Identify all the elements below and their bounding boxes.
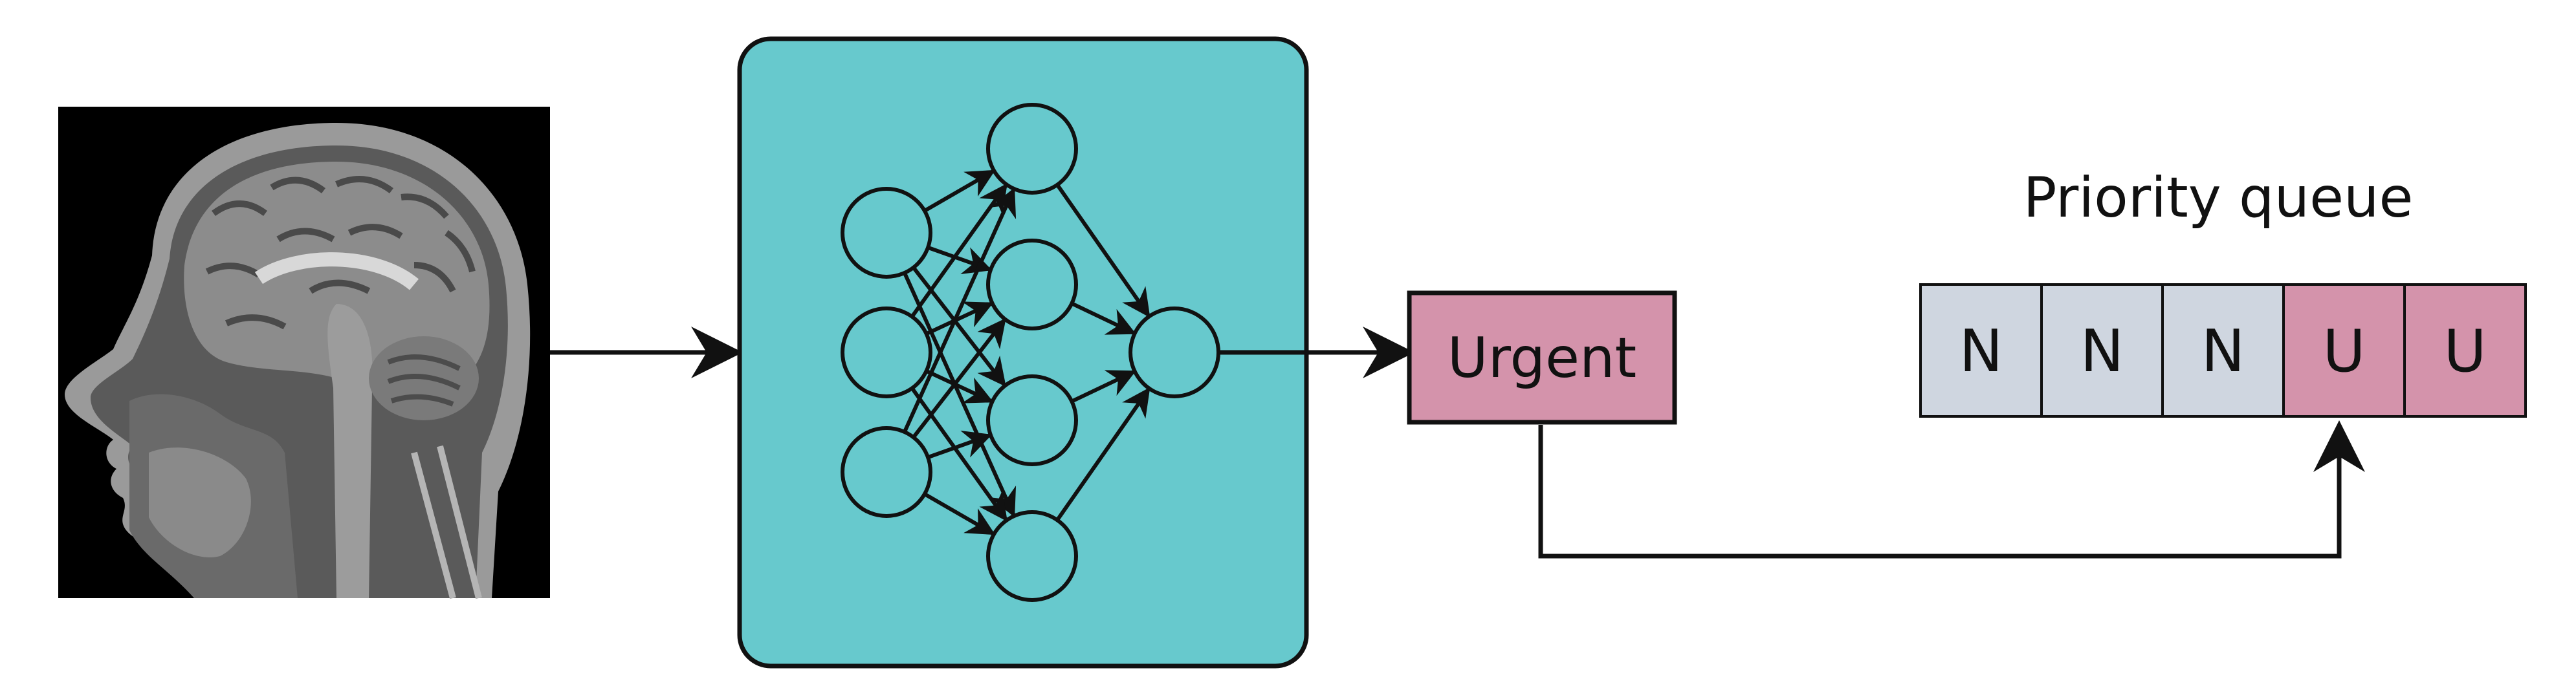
neural-network-icon — [841, 103, 1220, 602]
queue-cell-normal: N — [1919, 283, 2043, 418]
output-urgent-box: Urgent — [1407, 290, 1677, 425]
network-edge — [912, 317, 1006, 439]
network-edge — [923, 169, 996, 213]
network-edge — [925, 369, 994, 403]
network-edge — [1071, 301, 1136, 335]
network-edge — [1055, 184, 1150, 318]
output-label: Urgent — [1448, 326, 1637, 391]
network-node — [841, 187, 932, 279]
network-edge — [925, 301, 994, 336]
network-node — [986, 239, 1078, 330]
network-edge — [927, 430, 993, 460]
network-node — [986, 374, 1078, 466]
network-node — [986, 510, 1078, 602]
queue-cell-urgent: U — [2403, 283, 2527, 418]
network-node — [841, 306, 932, 398]
network-node — [1128, 306, 1220, 398]
queue-cell-label: U — [2323, 317, 2366, 385]
network-edge — [1055, 387, 1150, 521]
network-edge — [903, 187, 1017, 433]
queue-title: Priority queue — [2023, 166, 2414, 230]
queue-cell-normal: N — [2040, 283, 2164, 418]
queue-cell-label: U — [2444, 317, 2487, 385]
network-edge — [912, 266, 1006, 387]
network-edge — [923, 492, 996, 535]
network-edge — [1071, 370, 1136, 403]
queue-cell-label: N — [2201, 317, 2245, 385]
network-node — [986, 103, 1078, 195]
queue-cell-label: N — [1959, 317, 2003, 385]
queue-cell-urgent: U — [2282, 283, 2406, 418]
queue-cell-normal: N — [2161, 283, 2285, 418]
network-edge — [910, 387, 1007, 522]
arrow-output-to-queue — [1538, 420, 2365, 559]
queue-cell-label: N — [2080, 317, 2124, 385]
network-edge — [903, 272, 1017, 518]
neural-network-edges — [903, 169, 1150, 535]
mri-brain-scan-image — [58, 107, 550, 599]
network-node — [841, 426, 932, 518]
